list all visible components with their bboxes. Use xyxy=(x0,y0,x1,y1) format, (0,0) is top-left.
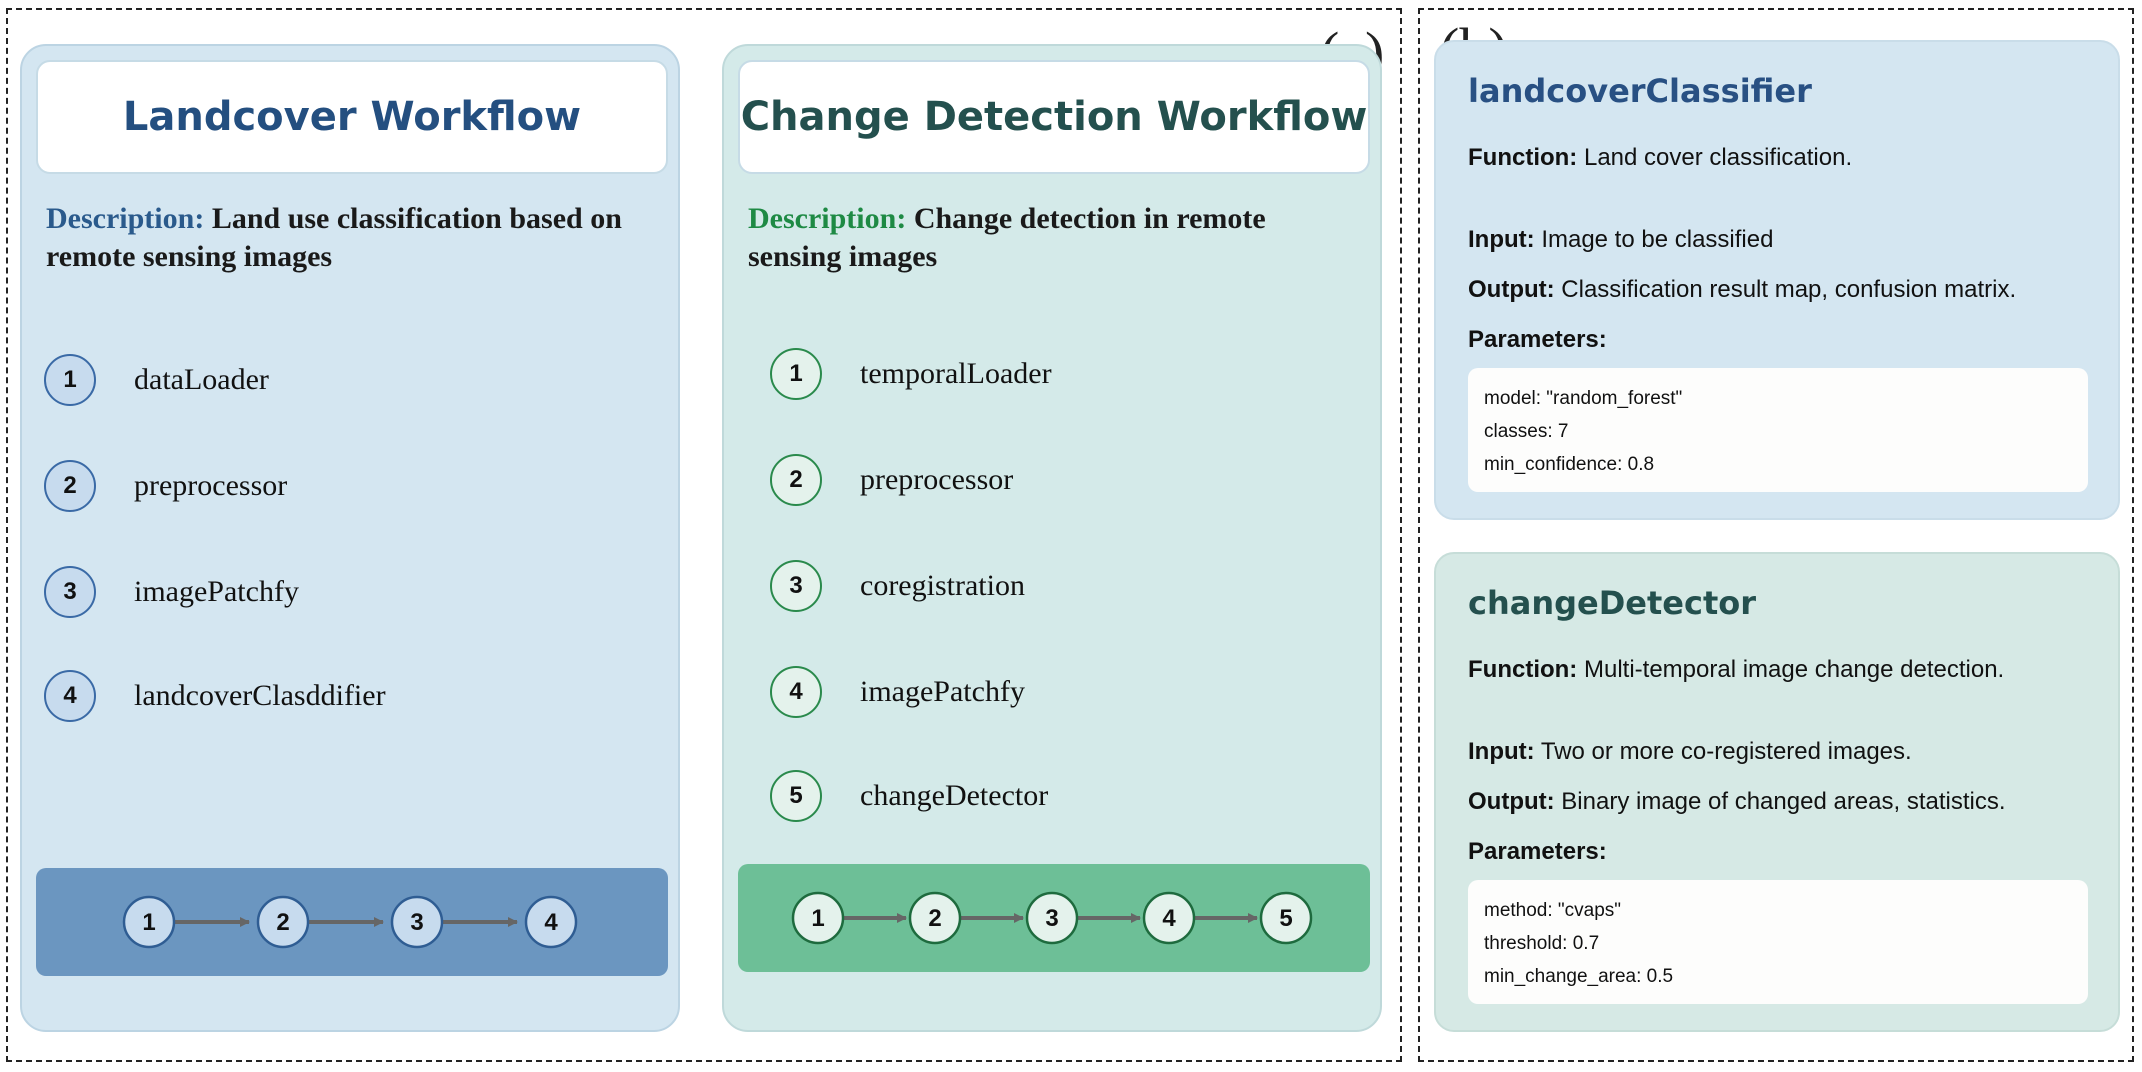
function-name: landcoverClassifier xyxy=(1468,72,1812,110)
flow-node xyxy=(1142,891,1196,945)
input-label: Input: xyxy=(1468,738,1535,765)
flow-node-label: 3 xyxy=(1045,905,1058,932)
parameters-label: Parameters: xyxy=(1468,326,1607,353)
step-name: changeDetector xyxy=(860,779,1049,812)
step-name: imagePatchfy xyxy=(860,675,1025,708)
function-label: Function: xyxy=(1468,144,1578,171)
landcover-classifier-card: landcoverClassifier Function: Land cover… xyxy=(1434,40,2120,520)
function-label: Function: xyxy=(1468,656,1578,683)
workflow-title: Landcover Workflow xyxy=(36,60,668,174)
input-text: Two or more co-registered images. xyxy=(1540,738,1912,765)
description-label: Description: xyxy=(748,202,907,235)
parameters-label: Parameters: xyxy=(1468,838,1607,865)
flow-node-label: 2 xyxy=(276,909,289,936)
flow-node xyxy=(908,891,962,945)
parameters-heading: Parameters: xyxy=(1468,326,1607,354)
parameters-box: method: "cvaps" threshold: 0.7 min_chang… xyxy=(1468,880,2088,1004)
flow-node xyxy=(122,895,176,949)
function-row: Function: Multi-temporal image change de… xyxy=(1468,656,2004,684)
function-text: Multi-temporal image change detection. xyxy=(1583,656,2005,683)
landcover-workflow-card: Landcover Workflow Description: Land use… xyxy=(20,44,680,1032)
description-text: Land use classification based on remote … xyxy=(46,202,622,273)
parameter-item: min_confidence: 0.8 xyxy=(1484,454,1655,475)
function-row: Function: Land cover classification. xyxy=(1468,144,1852,172)
step-number: 1 xyxy=(770,348,822,400)
workflow-step: 2 preprocessor xyxy=(770,452,1013,508)
parameter-item: threshold: 0.7 xyxy=(1484,933,1600,954)
input-label: Input: xyxy=(1468,226,1535,253)
parameters-box: model: "random_forest" classes: 7 min_co… xyxy=(1468,368,2088,492)
workflow-flow-bar: 1 2 3 4 5 xyxy=(738,864,1370,972)
workflow-step: 1 dataLoader xyxy=(44,352,269,408)
flow-diagram: 1 2 3 4 xyxy=(122,895,578,949)
workflow-title: Change Detection Workflow xyxy=(738,60,1370,174)
flow-node-label: 1 xyxy=(142,909,155,936)
flow-node xyxy=(1025,891,1079,945)
step-name: imagePatchfy xyxy=(134,575,299,608)
output-label: Output: xyxy=(1468,788,1555,815)
step-name: dataLoader xyxy=(134,363,269,396)
flow-node xyxy=(791,891,845,945)
flow-node-label: 4 xyxy=(1162,905,1176,932)
step-name: preprocessor xyxy=(134,469,288,502)
workflow-step: 4 imagePatchfy xyxy=(770,664,1025,720)
output-text: Classification result map, confusion mat… xyxy=(1561,276,2017,303)
workflow-description: Description: Change detection in remote … xyxy=(748,200,1358,276)
workflow-step: 3 coregistration xyxy=(770,558,1025,614)
workflow-step: 1 temporalLoader xyxy=(770,346,1052,402)
workflow-flow-bar: 1 2 3 4 xyxy=(36,868,668,976)
parameter-item: min_change_area: 0.5 xyxy=(1484,966,1674,987)
description-text: Change detection in remote sensing image… xyxy=(748,202,1266,273)
workflow-step: 4 landcoverClasddifier xyxy=(44,668,386,724)
step-name: coregistration xyxy=(860,569,1025,602)
step-number: 3 xyxy=(44,566,96,618)
step-name: landcoverClasddifier xyxy=(134,679,386,712)
flow-node xyxy=(1259,891,1313,945)
step-number: 5 xyxy=(770,770,822,822)
output-text: Binary image of changed areas, statistic… xyxy=(1561,788,2006,815)
parameter-item: classes: 7 xyxy=(1484,421,1569,442)
description-label: Description: xyxy=(46,202,205,235)
output-row: Output: Classification result map, confu… xyxy=(1468,276,2016,304)
step-number: 3 xyxy=(770,560,822,612)
flow-node-label: 2 xyxy=(928,905,941,932)
parameters-heading: Parameters: xyxy=(1468,838,1607,866)
function-text: Land cover classification. xyxy=(1583,144,1853,171)
step-name: preprocessor xyxy=(860,463,1014,496)
flow-node xyxy=(256,895,310,949)
flow-node-label: 3 xyxy=(410,909,423,936)
step-number: 2 xyxy=(44,460,96,512)
flow-node xyxy=(390,895,444,949)
input-row: Input: Image to be classified xyxy=(1468,226,1773,254)
change-detection-workflow-card: Change Detection Workflow Description: C… xyxy=(722,44,1382,1032)
workflow-step: 5 changeDetector xyxy=(770,768,1048,824)
flow-node xyxy=(524,895,578,949)
output-row: Output: Binary image of changed areas, s… xyxy=(1468,788,2006,816)
flow-node-label: 4 xyxy=(544,909,558,936)
change-detector-card: changeDetector Function: Multi-temporal … xyxy=(1434,552,2120,1032)
step-number: 4 xyxy=(770,666,822,718)
input-row: Input: Two or more co-registered images. xyxy=(1468,738,1912,766)
flow-node-label: 1 xyxy=(811,905,824,932)
workflow-step: 2 preprocessor xyxy=(44,458,287,514)
step-name: temporalLoader xyxy=(860,357,1052,390)
panel-a-frame xyxy=(6,8,1402,1062)
input-text: Image to be classified xyxy=(1541,226,1774,253)
function-name: changeDetector xyxy=(1468,584,1757,622)
parameter-item: model: "random_forest" xyxy=(1484,388,1683,409)
workflow-description: Description: Land use classification bas… xyxy=(46,200,656,276)
workflow-step: 3 imagePatchfy xyxy=(44,564,299,620)
step-number: 4 xyxy=(44,670,96,722)
panel-b-frame xyxy=(1418,8,2134,1062)
flow-node-label: 5 xyxy=(1279,905,1292,932)
step-number: 1 xyxy=(44,354,96,406)
output-label: Output: xyxy=(1468,276,1555,303)
parameter-item: method: "cvaps" xyxy=(1484,900,1622,921)
step-number: 2 xyxy=(770,454,822,506)
flow-diagram: 1 2 3 4 5 xyxy=(791,891,1313,945)
